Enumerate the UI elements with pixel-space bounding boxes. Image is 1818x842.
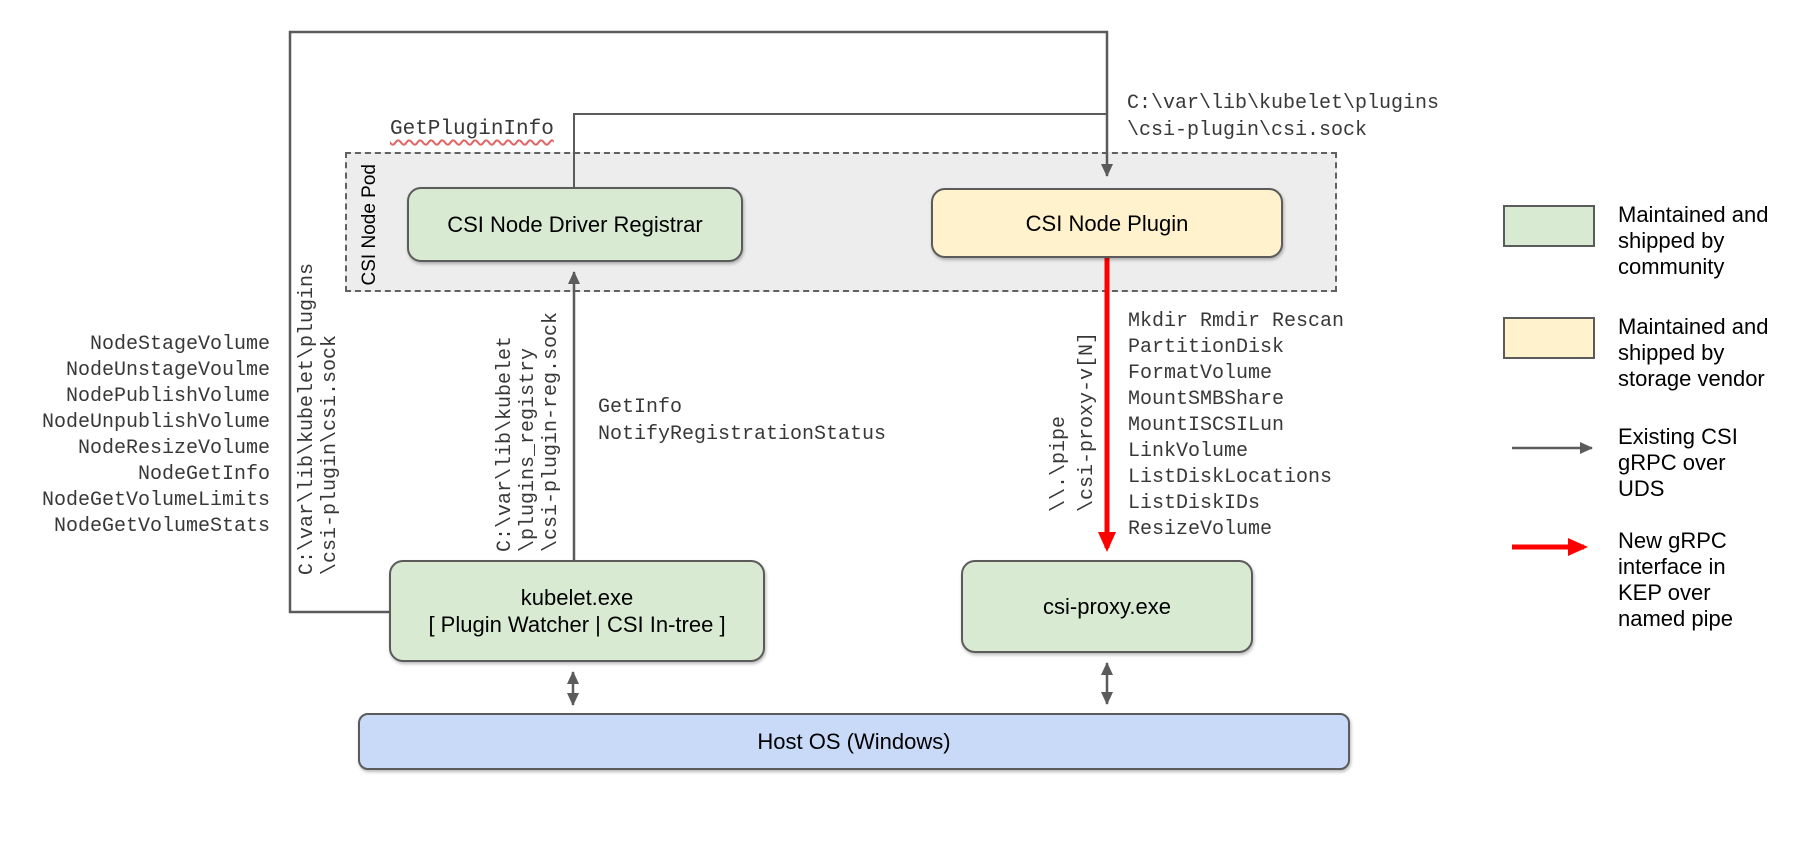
node-call: NodeUnpublishVolume	[41, 411, 270, 434]
path-line: C:\var\lib\kubelet\plugins	[1127, 92, 1440, 115]
path-line: C:\var\lib\kubelet	[494, 335, 517, 552]
registration-sock-path-rotated: C:\var\lib\kubelet\plugins_registry\csi-…	[494, 312, 563, 552]
call-label: GetInfo	[598, 396, 683, 419]
legend-line: UDS	[1618, 476, 1665, 501]
csi-node-driver-registrar-box: CSI Node Driver Registrar	[407, 187, 743, 262]
legend-line: Maintained and	[1618, 202, 1769, 227]
proxy-op: ResizeVolume	[1128, 518, 1273, 541]
legend-line: storage vendor	[1618, 366, 1765, 391]
proxy-op: PartitionDisk	[1128, 336, 1285, 359]
node-call: NodeResizeVolume	[77, 437, 270, 460]
legend-line: named pipe	[1618, 606, 1733, 631]
proxy-op: LinkVolume	[1128, 440, 1249, 463]
path-line: C:\var\lib\kubelet\plugins	[296, 262, 319, 575]
legend-line: interface in	[1618, 554, 1726, 579]
named-pipe-path-rotated: \\.\pipe\csi-proxy-v[N]	[1046, 332, 1102, 512]
proxy-op: MountSMBShare	[1128, 388, 1285, 411]
csi-node-pod-label: CSI Node Pod	[359, 163, 380, 285]
path-line: \csi-plugin-reg.sock	[540, 311, 563, 552]
host-os-box: Host OS (Windows)	[358, 713, 1350, 770]
path-line: \\.\pipe	[1048, 415, 1071, 512]
proxy-op: ListDiskLocations	[1128, 466, 1333, 489]
node-call: NodeStageVolume	[89, 333, 270, 356]
node-call: NodePublishVolume	[65, 385, 270, 408]
proxy-op: ListDiskIDs	[1128, 492, 1261, 515]
legend-vendor-swatch	[1503, 317, 1595, 359]
legend-line: gRPC over	[1618, 450, 1726, 475]
legend-line: shipped by	[1618, 228, 1725, 253]
proxy-op: Mkdir Rmdir Rescan	[1128, 310, 1345, 333]
path-line: \csi-proxy-v[N]	[1076, 331, 1099, 512]
kubelet-label: kubelet.exe	[520, 585, 634, 610]
node-call: NodeGetVolumeStats	[53, 515, 270, 538]
node-call: NodeGetInfo	[137, 463, 270, 486]
path-line: \csi-plugin\csi.sock	[319, 334, 342, 575]
csi-node-plugin-label: CSI Node Plugin	[1025, 210, 1189, 236]
legend-line: New gRPC	[1618, 528, 1727, 553]
legend-line: community	[1618, 254, 1725, 279]
csi-sock-path-top-right: C:\var\lib\kubelet\plugins \csi-plugin\cs…	[1127, 90, 1439, 144]
legend-line: KEP over	[1618, 580, 1711, 605]
kubelet-sublabel: [ Plugin Watcher | CSI In-tree ]	[428, 612, 726, 637]
legend-line: shipped by	[1618, 340, 1725, 365]
csi-proxy-box: csi-proxy.exe	[961, 560, 1253, 653]
call-label: NotifyRegistrationStatus	[598, 423, 887, 446]
legend-line: Existing CSI	[1618, 424, 1738, 449]
kubelet-box: kubelet.exe [ Plugin Watcher | CSI In-tr…	[389, 560, 765, 662]
get-plugin-info-label: GetPluginInfo	[390, 118, 554, 141]
csi-sock-path-left-rotated: C:\var\lib\kubelet\plugins\csi-plugin\cs…	[296, 263, 342, 575]
node-call: NodeUnstageVoulme	[65, 359, 270, 382]
csi-node-plugin-box: CSI Node Plugin	[931, 188, 1283, 258]
path-line: \csi-plugin\csi.sock	[1127, 119, 1368, 142]
legend-community-swatch	[1503, 205, 1595, 247]
legend-line: Maintained and	[1618, 314, 1769, 339]
csi-proxy-label: csi-proxy.exe	[1043, 594, 1171, 619]
proxy-op: MountISCSILun	[1128, 414, 1285, 437]
path-line: \plugins_registry	[517, 347, 540, 552]
host-os-label: Host OS (Windows)	[757, 729, 951, 754]
node-call: NodeGetVolumeLimits	[41, 489, 270, 512]
csi-node-driver-registrar-label: CSI Node Driver Registrar	[447, 212, 703, 237]
proxy-op: FormatVolume	[1128, 362, 1273, 385]
